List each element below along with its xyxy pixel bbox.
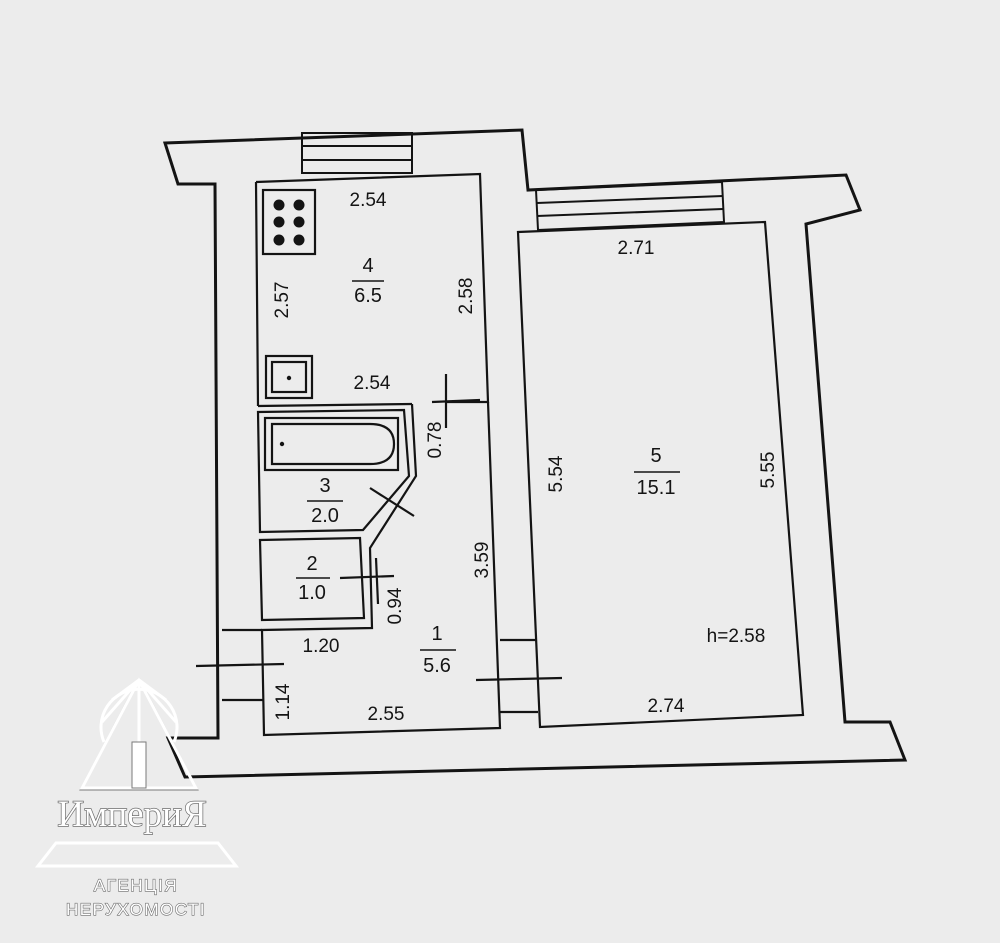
dim-kitchen-top: 2.54 [350,190,387,211]
toilet-outline [258,536,366,622]
dim-hall-bottom: 2.55 [368,704,405,725]
dim-kitchen-left: 2.57 [272,282,293,319]
room-label-4: 4 6.5 [352,255,384,307]
bathtub-icon [263,416,400,472]
interior-walls [195,172,805,737]
dim-room-left: 5.54 [546,455,567,492]
room-label-2: 2 1.0 [296,553,330,604]
room-3-area: 2.0 [311,505,339,527]
dim-entry-width: 1.20 [303,636,340,657]
agency-logo: ИмпериЯ АГЕНЦІЯ НЕРУХОМОСТІ [34,676,240,920]
window-living-room [534,180,726,232]
exterior-walls [162,128,908,779]
sink-icon [264,354,314,400]
dim-wc-door: 0.94 [385,587,406,624]
room-label-3: 3 2.0 [307,475,343,527]
room-4-area: 6.5 [354,285,382,307]
bathroom-outline [256,408,411,534]
dim-bath-door: 0.78 [425,422,446,459]
window-kitchen [301,132,413,174]
room-4-number: 4 [362,255,373,277]
dim-hall-length: 3.59 [472,542,493,579]
living-room-outline [516,220,805,729]
room-2-area: 1.0 [298,582,326,604]
logo-emblem [79,676,199,791]
stove-icon [261,188,317,256]
logo-tagline-1: АГЕНЦІЯ [94,876,178,895]
kitchen-outline [254,172,490,408]
ceiling-height-label: h=2.58 [707,626,766,647]
hall-outline [260,401,502,737]
room-2-number: 2 [306,553,317,575]
room-3-number: 3 [319,475,330,497]
room-label-1: 1 5.6 [420,623,456,677]
room-1-area: 5.6 [423,655,451,677]
dimension-labels: 2.54 2.57 2.58 2.54 0.78 3.59 0.94 1.20 … [272,190,779,725]
dim-entry-depth: 1.14 [273,683,294,720]
logo-tagline-2: НЕРУХОМОСТІ [66,900,206,919]
room-5-number: 5 [650,445,661,467]
room-5-area: 15.1 [637,477,676,499]
room-1-number: 1 [431,623,442,645]
logo-name: ИмпериЯ [57,794,206,835]
dim-room-right: 5.55 [758,452,779,489]
dim-room-bottom: 2.74 [648,696,685,717]
dim-room-top: 2.71 [618,238,655,259]
dim-kitchen-right: 2.58 [456,278,477,315]
room-label-5: 5 15.1 [634,445,680,499]
dim-kitchen-bottom: 2.54 [354,373,391,394]
